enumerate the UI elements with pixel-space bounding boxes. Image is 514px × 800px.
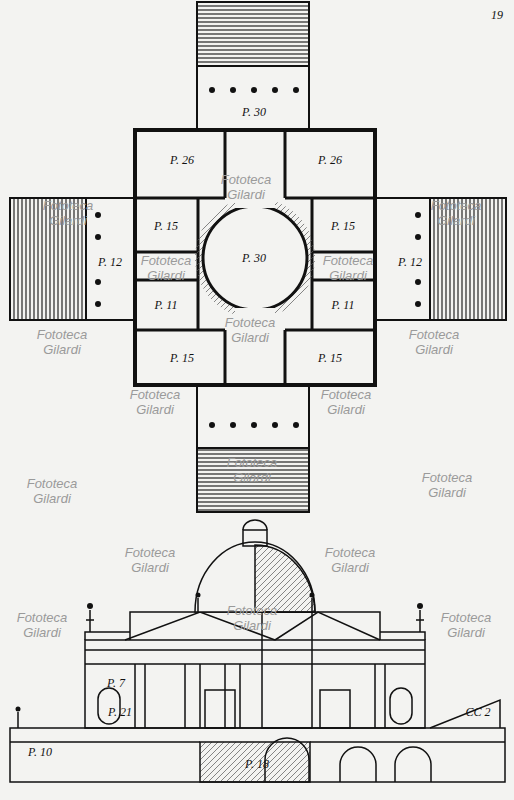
room-label: P. 11 bbox=[153, 297, 180, 314]
watermark: Fototeca Gilardi bbox=[20, 476, 84, 506]
room-measure: P. 15 bbox=[154, 219, 178, 234]
room-measure: P. 12 bbox=[98, 255, 122, 270]
callout-number: P. 18 bbox=[245, 757, 269, 772]
room-measure: P. 15 bbox=[170, 351, 194, 366]
watermark: Fototeca Gilardi bbox=[314, 387, 378, 417]
room-measure: P. 30 bbox=[242, 251, 266, 266]
watermark: Fototeca Gilardi bbox=[218, 315, 282, 345]
watermark: Fototeca Gilardi bbox=[402, 327, 466, 357]
room-measure: P. 15 bbox=[318, 351, 342, 366]
room-label: P. 12 bbox=[96, 254, 124, 271]
watermark: Fototeca Gilardi bbox=[316, 253, 380, 283]
watermark: Fototeca Gilardi bbox=[318, 545, 382, 575]
room-label: P. 11 bbox=[330, 297, 357, 314]
room-label: P. 15 bbox=[168, 350, 196, 367]
room-label: P. 26 bbox=[168, 152, 196, 169]
room-measure: P. 11 bbox=[332, 298, 355, 313]
watermark: Fototeca Gilardi bbox=[220, 455, 284, 485]
room-measure: P. 26 bbox=[170, 153, 194, 168]
callout-number: CC 2 bbox=[465, 705, 490, 720]
room-label: P. 12 bbox=[396, 254, 424, 271]
watermark: Fototeca Gilardi bbox=[134, 253, 198, 283]
room-measure: P. 11 bbox=[155, 298, 178, 313]
callout-number: 19 bbox=[491, 8, 503, 23]
watermark: Fototeca Gilardi bbox=[30, 327, 94, 357]
callout-number: P. 7 bbox=[107, 676, 125, 691]
watermark: Fototeca Gilardi bbox=[220, 603, 284, 633]
room-label: P. 30 bbox=[240, 250, 268, 267]
watermark: Fototeca Gilardi bbox=[214, 172, 278, 202]
room-label: P. 15 bbox=[152, 218, 180, 235]
room-label: P. 26 bbox=[316, 152, 344, 169]
watermark: Fototeca Gilardi bbox=[415, 470, 479, 500]
room-label: P. 30 bbox=[240, 104, 268, 121]
watermark: Fototeca Gilardi bbox=[36, 198, 100, 228]
watermark: Fototeca Gilardi bbox=[424, 198, 488, 228]
watermark: Fototeca Gilardi bbox=[434, 610, 498, 640]
room-label: P. 15 bbox=[329, 218, 357, 235]
watermark: Fototeca Gilardi bbox=[10, 610, 74, 640]
room-measure: P. 15 bbox=[331, 219, 355, 234]
callout-number: P. 21 bbox=[108, 705, 132, 720]
watermark: Fototeca Gilardi bbox=[118, 545, 182, 575]
room-measure: P. 12 bbox=[398, 255, 422, 270]
room-measure: P. 26 bbox=[318, 153, 342, 168]
room-label: P. 15 bbox=[316, 350, 344, 367]
room-measure: P. 30 bbox=[242, 105, 266, 120]
callout-number: P. 10 bbox=[28, 745, 52, 760]
watermark: Fototeca Gilardi bbox=[123, 387, 187, 417]
